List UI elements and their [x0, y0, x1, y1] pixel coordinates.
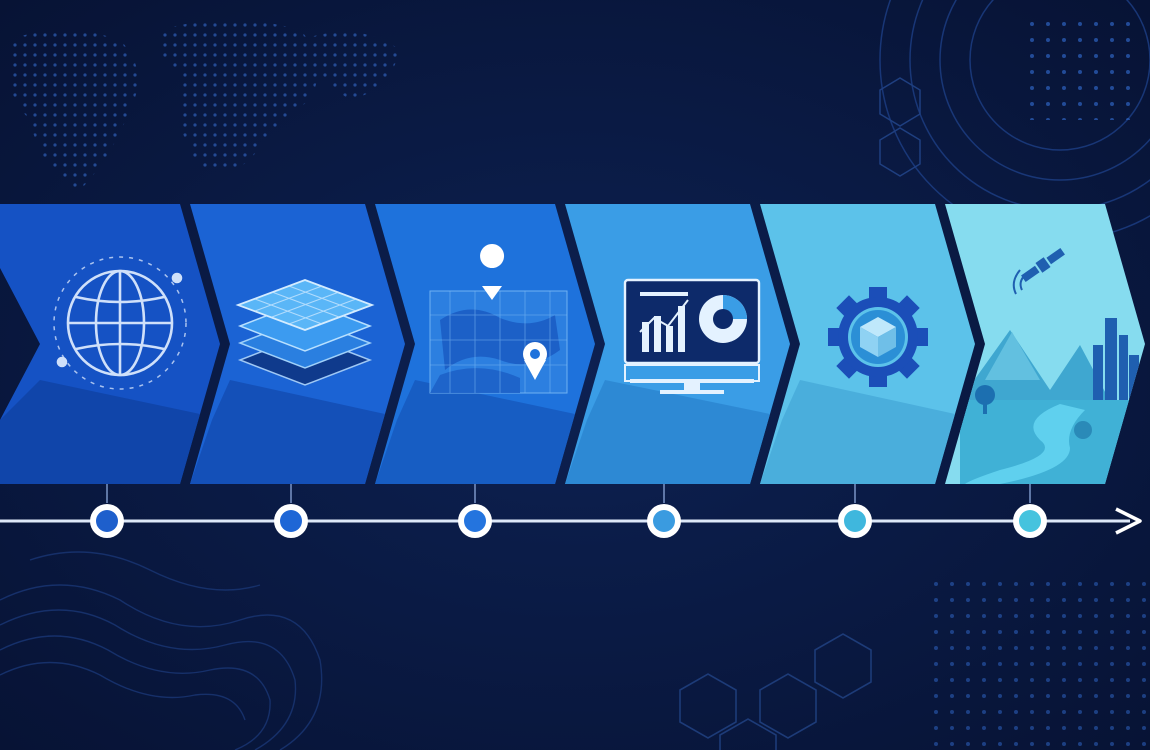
gear-cube-icon [828, 287, 928, 387]
dot-grid-top-right [1020, 20, 1140, 120]
timeline-node-5 [838, 504, 872, 538]
satellite-icon [1021, 247, 1065, 283]
signal-waves-icon [1012, 269, 1026, 295]
map-pins-icon [429, 244, 568, 394]
timeline-node-1 [90, 504, 124, 538]
dashboard-icon [623, 278, 761, 394]
hexagon-icon [879, 77, 921, 177]
timeline-node-3 [458, 504, 492, 538]
stage-panels [0, 204, 1145, 484]
arrow-right-icon [1115, 507, 1142, 535]
stage-panel-2 [190, 204, 405, 484]
timeline-node-6 [1013, 504, 1047, 538]
timeline-node-2 [274, 504, 308, 538]
layers-icon [235, 279, 375, 386]
map-pin-icon [523, 342, 547, 380]
map-pin-icon [480, 244, 505, 300]
dot-grid-bottom-right [930, 580, 1150, 750]
timeline [0, 484, 1142, 538]
hexagon-cluster [679, 633, 872, 750]
timeline-node-4 [647, 504, 681, 538]
globe-icon [53, 256, 187, 390]
topographic-lines-icon [0, 551, 323, 750]
landscape-city-satellite-icon [960, 318, 1145, 484]
